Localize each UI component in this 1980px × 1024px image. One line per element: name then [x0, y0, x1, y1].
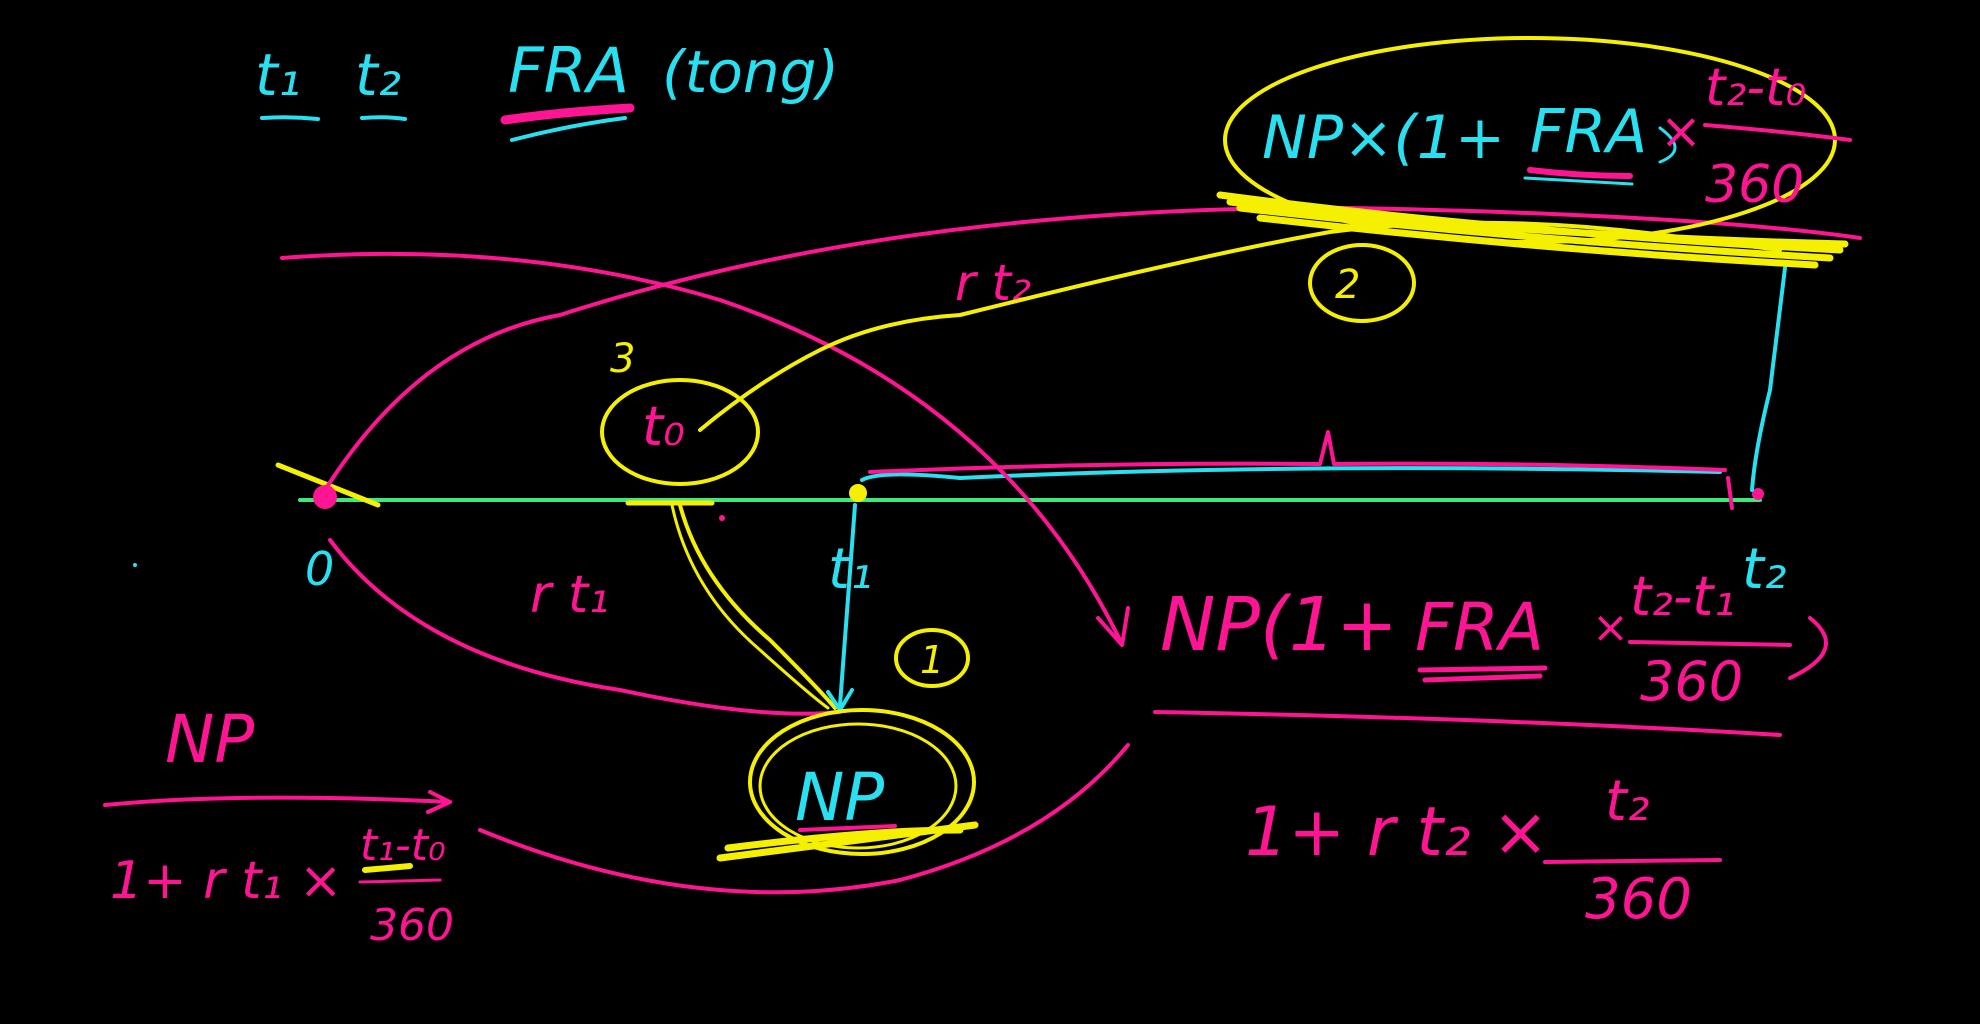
- top-formula-close-paren: [1658, 126, 1677, 164]
- right-denominator-frac-num: t₂: [1605, 769, 1649, 834]
- t2-tick: [1726, 476, 1734, 510]
- right-denominator-frac-den: 360: [1585, 867, 1692, 932]
- right-formula-fra-underline: [1417, 665, 1548, 683]
- left-formula-frac-num: t₁-t₀: [360, 820, 446, 871]
- right-formula-fra: FRA: [1415, 589, 1544, 666]
- arrowhead-right-formula: [1096, 606, 1130, 647]
- top-formula-times: ×: [1660, 102, 1702, 160]
- t2-dot: [1752, 488, 1764, 500]
- right-formula-times: ×: [1592, 602, 1629, 653]
- np-circle-inner: [758, 722, 958, 850]
- t2-label: t₂: [1742, 537, 1786, 602]
- header-t2-underline: [360, 115, 407, 121]
- arc-zero-to-np: [328, 538, 842, 716]
- timeline: 0 t₀ 3 t₁ t₂: [275, 336, 1786, 602]
- arc-zero-to-t2: [323, 205, 1862, 492]
- right-formula-frac-num: t₂-t₁: [1630, 565, 1735, 628]
- right-formula-prefix: NP(1+: [1160, 582, 1398, 668]
- present-value: NP: [716, 708, 979, 862]
- header-fra: FRA: [508, 34, 629, 107]
- left-formula-frac-bar: [358, 878, 442, 884]
- left-formula: NP 1+ r t₁ × t₁-t₀ 360: [103, 701, 454, 951]
- right-formula-frac-den: 360: [1640, 650, 1743, 713]
- t1-t2-bracket-pink: [868, 430, 1727, 474]
- right-formula-close-paren: [1788, 616, 1828, 680]
- t0-circle: [600, 378, 760, 486]
- header-fra-underline-pink: [500, 103, 635, 125]
- right-denominator: 1+ r t₂ × t₂ 360: [1245, 769, 1722, 932]
- cyan-top-to-t2: [1750, 266, 1787, 492]
- top-formula-highlight: [1216, 191, 1849, 269]
- top-formula-frac-den: 360: [1705, 155, 1804, 215]
- top-formula: NP×(1+ FRA × t₂-t₀ 360: [1216, 36, 1852, 269]
- timeline-zero-dot: [313, 485, 337, 509]
- arcs: [280, 205, 1862, 895]
- left-formula-frac-den: 360: [370, 900, 454, 951]
- yellow-t0-to-np-2: [670, 503, 830, 710]
- step-2-label: 2: [1335, 262, 1360, 308]
- np-label: NP: [795, 759, 884, 836]
- timeline-zero-label: 0: [305, 542, 334, 596]
- yellow-t0-to-np: [678, 503, 837, 710]
- top-formula-prefix: NP×(1+: [1262, 103, 1505, 173]
- header-t2: t₂: [355, 41, 401, 109]
- rate-t2-label: r t₂: [955, 254, 1031, 312]
- step-1-circle: [894, 628, 970, 688]
- right-formula: NP(1+ FRA × t₂-t₁ 360: [1153, 565, 1828, 737]
- arc-top-to-right-formula: [280, 251, 1122, 642]
- header-tenor: (tong): [662, 38, 839, 106]
- top-formula-frac-num: t₂-t₀: [1705, 58, 1806, 118]
- t0-label: t₀: [642, 395, 685, 458]
- left-formula-numerator: NP: [165, 701, 254, 778]
- left-formula-denominator: 1+ r t₁ ×: [110, 851, 342, 911]
- np-underline-pink: [798, 824, 897, 832]
- left-formula-frac-highlight: [362, 863, 413, 873]
- header-notes: t₁ t₂ FRA (tong): [255, 34, 839, 142]
- np-highlight: [716, 821, 979, 862]
- right-denominator-frac-bar: [1543, 858, 1722, 864]
- stray-dot: [133, 563, 137, 567]
- t1-t2-bracket-cyan: [860, 466, 1722, 482]
- arc-np-to-right: [478, 743, 1130, 895]
- top-formula-fra-underline: [1527, 167, 1633, 179]
- top-formula-fra-underline-2: [1523, 176, 1634, 186]
- header-fra-underline-cyan: [510, 116, 627, 142]
- top-formula-frac-bar: [1703, 123, 1852, 142]
- stray-dot-2: [719, 515, 725, 521]
- left-formula-fraction-bar: [103, 795, 452, 807]
- left-formula-bar-arrow: [426, 790, 452, 814]
- t0-step-label: 3: [610, 336, 635, 382]
- header-t1: t₁: [255, 41, 301, 109]
- right-denominator-text: 1+ r t₂ ×: [1245, 793, 1549, 872]
- step-1-label: 1: [920, 638, 944, 682]
- t1-dot: [849, 484, 867, 502]
- step-2-circle: [1308, 243, 1416, 323]
- cyan-t1-to-np: [838, 503, 857, 707]
- top-formula-fra: FRA: [1530, 97, 1647, 167]
- np-circle-outer: [748, 708, 976, 856]
- right-formula-frac-bar: [1628, 640, 1792, 647]
- header-t1-underline: [260, 115, 320, 121]
- right-formula-main-bar: [1153, 710, 1782, 737]
- rate-t1-label: r t₁: [530, 565, 609, 625]
